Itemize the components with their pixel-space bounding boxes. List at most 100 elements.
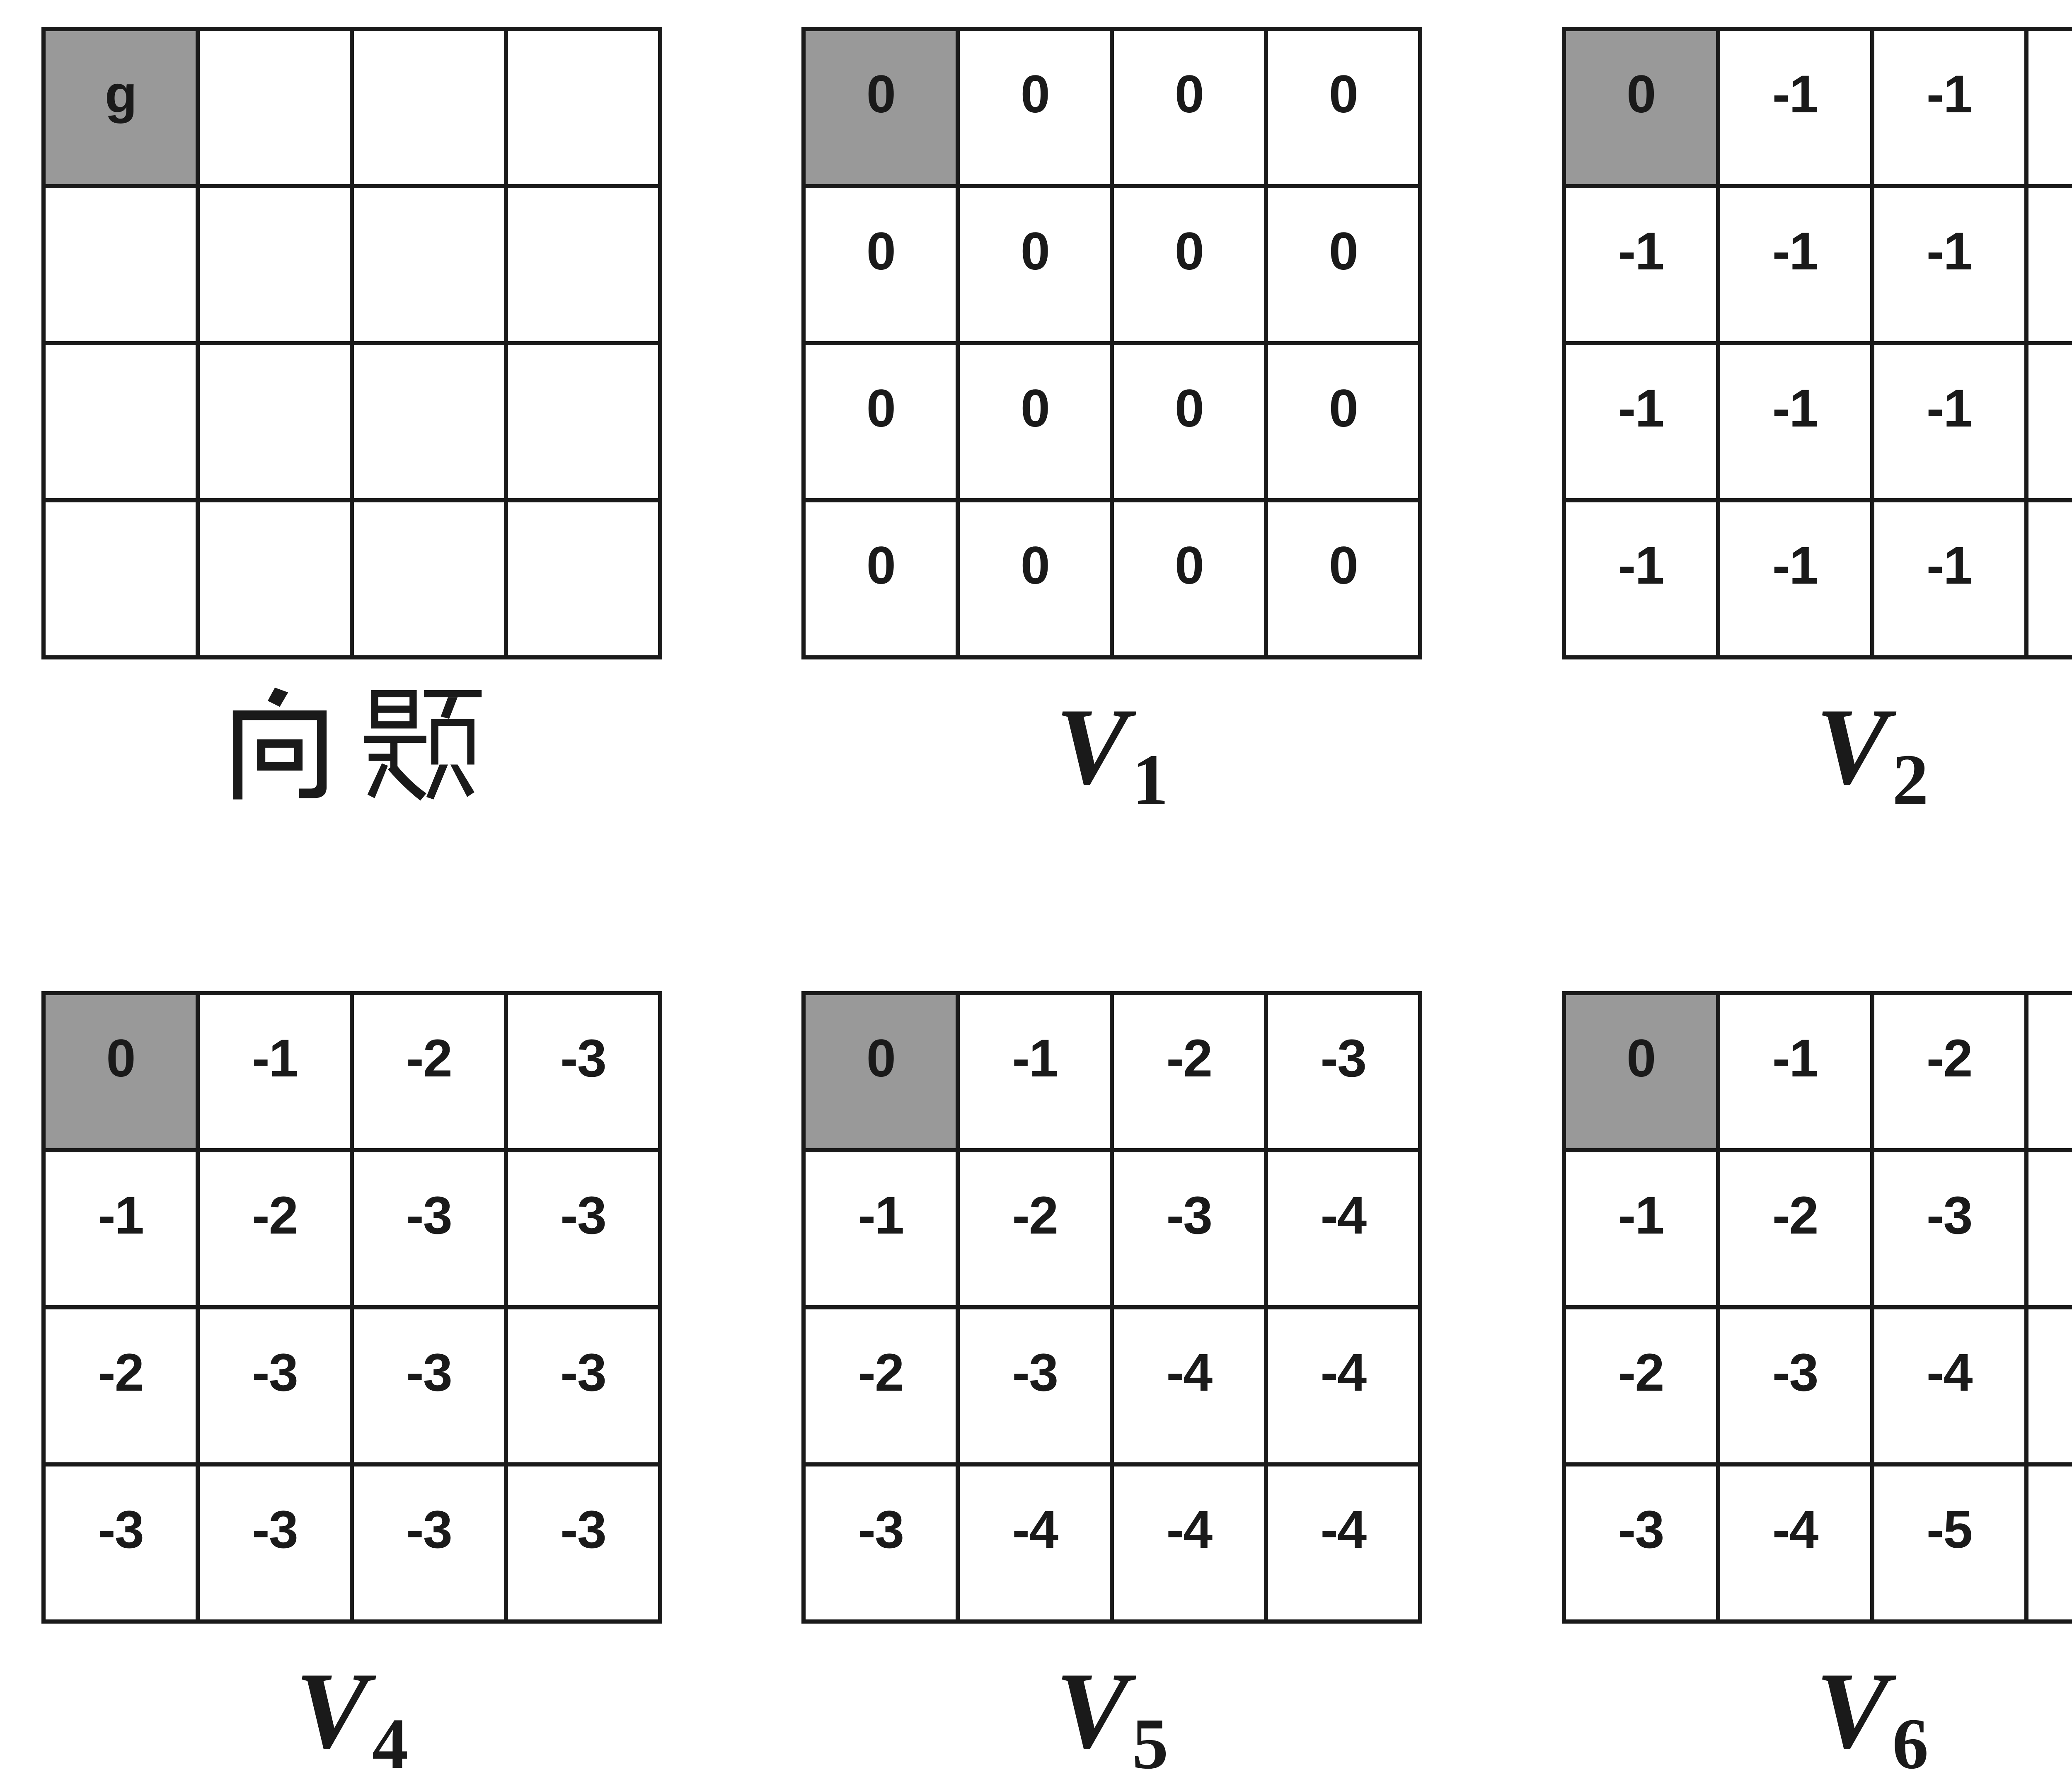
grid-cell: -3 (508, 1309, 658, 1462)
grid-cell: -1 (1874, 31, 2024, 184)
grid-cell (200, 345, 350, 498)
cell-value: -3 (1926, 1185, 1973, 1245)
cell-value: 0 (1329, 64, 1358, 124)
goal-cell: 0 (806, 995, 956, 1148)
cell-value: -1 (252, 1028, 298, 1088)
grid-cell: -3 (354, 1152, 504, 1305)
grid-cell: -2 (960, 1152, 1110, 1305)
grid-cell: 0 (1114, 31, 1264, 184)
grid-cell: -4 (1268, 1152, 1418, 1305)
cell-value: 0 (866, 536, 896, 595)
grid-cell: -4 (1114, 1466, 1264, 1619)
grid-row-top: g 问题0000000000000000V10-1-1-1-1-1-1-1-1-… (0, 27, 2072, 816)
grid-cell: -2 (1566, 1309, 1716, 1462)
grid-cell: -1 (46, 1152, 196, 1305)
grid-cell: -3 (354, 1309, 504, 1462)
grid-cell (354, 502, 504, 655)
cell-value: -4 (1320, 1343, 1367, 1402)
cell-value: -1 (1772, 1028, 1819, 1088)
cell-value: -1 (1012, 1028, 1058, 1088)
grid-cell: -3 (1268, 995, 1418, 1148)
cell-value: -2 (406, 1028, 453, 1088)
cell-value: 0 (106, 1028, 136, 1088)
grid-cell: 0 (1268, 502, 1418, 655)
goal-cell: 0 (806, 31, 956, 184)
grid-cell (354, 188, 504, 341)
grid-cell: -5 (1874, 1466, 2024, 1619)
caption-v-base: V (1815, 1650, 1889, 1772)
grid-cell: -2 (200, 1152, 350, 1305)
caption-v-sub: 6 (1892, 1703, 1929, 1784)
cell-value: -4 (1166, 1343, 1213, 1402)
grid-cell: -3 (1114, 1152, 1264, 1305)
grid-cell: -5 (2028, 1466, 2072, 1619)
cell-value: 0 (1627, 1028, 1656, 1088)
grid-cell (46, 345, 196, 498)
cell-value: -2 (1772, 1185, 1819, 1245)
grid-cell (46, 188, 196, 341)
cell-value: -1 (1618, 1185, 1665, 1245)
cell-value: 0 (1020, 64, 1050, 124)
grid-cell: -3 (1720, 1309, 1870, 1462)
cell-value: -4 (1320, 1500, 1367, 1559)
grid-cell: 0 (1114, 345, 1264, 498)
grid-cell: -2 (1720, 1152, 1870, 1305)
grid-cell: -2 (1114, 995, 1264, 1148)
cell-value: -2 (252, 1185, 298, 1245)
grid-cell: 0 (1268, 188, 1418, 341)
caption-v-base: V (1055, 686, 1129, 807)
grid-cell (354, 31, 504, 184)
grid-cell: -4 (1114, 1309, 1264, 1462)
grid-cell: -1 (1566, 345, 1716, 498)
goal-cell: 0 (1566, 995, 1716, 1148)
grid-cell: -1 (1874, 188, 2024, 341)
cell-value: 0 (1627, 64, 1656, 124)
cell-value: -2 (858, 1343, 904, 1402)
grid-cell (354, 345, 504, 498)
cell-value: -1 (98, 1185, 144, 1245)
cell-value: -3 (1618, 1500, 1665, 1559)
grid-cell: -1 (1720, 188, 1870, 341)
grid-cell: -2 (46, 1309, 196, 1462)
value-grid: g (41, 27, 662, 659)
cell-value: 0 (1174, 536, 1204, 595)
grid-cell: -1 (2028, 345, 2072, 498)
grid-cell: -4 (1268, 1466, 1418, 1619)
grid-cell: -3 (354, 1466, 504, 1619)
cell-value: -3 (560, 1343, 607, 1402)
grid-cell: -4 (1874, 1309, 2024, 1462)
cell-value: -4 (1012, 1500, 1058, 1559)
figure-v6: 0-1-2-3-1-2-3-4-2-3-4-5-3-4-5-5V6 (1561, 991, 2072, 1780)
cell-value: -1 (1772, 378, 1819, 438)
grid-cell: -1 (806, 1152, 956, 1305)
caption-v-base: V (1055, 1650, 1129, 1772)
figure-caption: 问题 (219, 684, 484, 809)
grid-cell: -1 (1874, 502, 2024, 655)
value-grid: 0-1-2-3-1-2-3-4-2-3-4-4-3-4-4-4 (801, 991, 1423, 1624)
cell-value: 0 (866, 378, 896, 438)
grid-cell: 0 (806, 345, 956, 498)
cell-value: -3 (98, 1500, 144, 1559)
grid-cell: -3 (200, 1309, 350, 1462)
cell-value: -3 (406, 1185, 453, 1245)
grid-cell: -5 (2028, 1309, 2072, 1462)
grid-cell: 0 (806, 502, 956, 655)
value-grid: 0-1-1-1-1-1-1-1-1-1-1-1-1-1-1-1 (1561, 27, 2072, 659)
grid-cell: 0 (1114, 502, 1264, 655)
cell-value: -3 (406, 1343, 453, 1402)
cell-value: -3 (1166, 1185, 1213, 1245)
goal-cell: 0 (46, 995, 196, 1148)
cell-value: -4 (1166, 1500, 1213, 1559)
caption-v-sub: 5 (1132, 1703, 1169, 1784)
cell-value: -1 (1926, 64, 1973, 124)
grid-cell: -4 (2028, 1152, 2072, 1305)
caption-v-base: V (295, 1650, 369, 1772)
cell-value: -1 (858, 1185, 904, 1245)
